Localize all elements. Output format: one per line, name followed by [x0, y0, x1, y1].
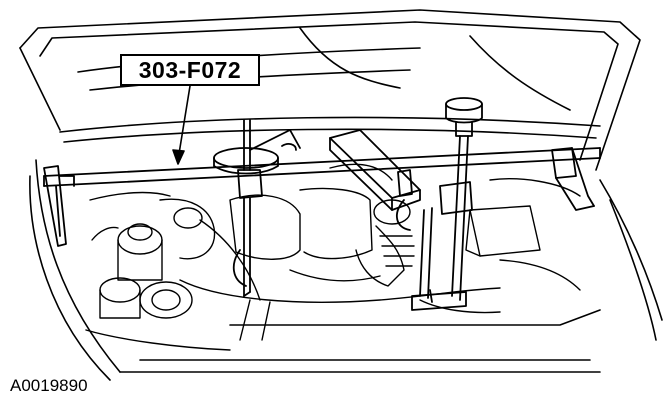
left-support-foot [43, 165, 75, 247]
figure-id: A0019890 [10, 376, 88, 395]
engine-components [85, 163, 581, 351]
tool-callout-label: 303-F072 [138, 56, 242, 83]
radiator-support [59, 116, 601, 143]
callout-leader [172, 85, 191, 165]
right-support-foot [551, 147, 595, 211]
crossbar [43, 147, 601, 187]
tool-callout-box: 303-F072 [120, 54, 260, 86]
vehicle-body-outline [29, 159, 663, 381]
left-hook-assembly [213, 119, 301, 297]
right-hook-assembly [329, 97, 483, 311]
